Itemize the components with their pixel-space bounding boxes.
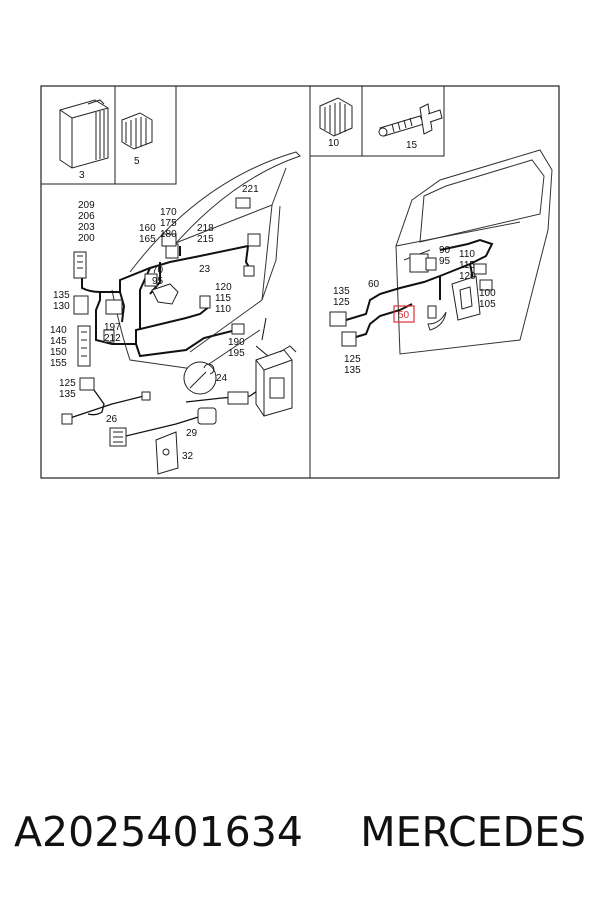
inset-label-5: 5 — [134, 156, 140, 167]
left-harness — [81, 245, 253, 358]
right-harness — [345, 238, 494, 341]
callout-180: 180 — [160, 229, 177, 240]
callout-170: 170 — [160, 207, 177, 218]
left-callouts: 209 206 203 200 170 175 180 160 165 221 … — [50, 184, 259, 462]
callout-218: 218 — [197, 223, 214, 234]
right-connectors — [329, 253, 493, 347]
callout-120: 120 — [215, 282, 232, 293]
callout-120: 120 — [459, 271, 476, 282]
right-inset-box — [309, 85, 445, 157]
highlighted-part-50-box — [393, 305, 415, 323]
front-door-outline — [111, 151, 301, 371]
callout-125b: 125 — [59, 378, 76, 389]
callout-135b: 135 — [59, 389, 76, 400]
rear-door-outline — [395, 149, 553, 355]
callout-50-highlighted: 50 — [398, 310, 410, 321]
callout-115: 115 — [215, 293, 231, 304]
connector-cable-26 — [69, 395, 145, 419]
caption-bar: A2025401634 MERCEDES — [0, 800, 600, 864]
callout-135b: 135 — [344, 365, 361, 376]
left-panel: 3 5 — [40, 85, 301, 475]
wiring-diagram: 3 5 — [40, 85, 560, 479]
diagram-frame — [40, 85, 560, 479]
cover-plate-hole — [162, 448, 170, 456]
clip-part — [378, 103, 443, 137]
cover-plate-part — [155, 431, 179, 475]
callout-60: 60 — [368, 279, 380, 290]
part-number: A2025401634 — [14, 808, 303, 856]
leader-a — [261, 317, 267, 341]
callout-190: 190 — [228, 337, 245, 348]
lower-cable — [79, 383, 105, 416]
callout-215: 215 — [197, 234, 214, 245]
callout-160: 160 — [139, 223, 156, 234]
callout-23: 23 — [199, 264, 211, 275]
callout-206: 206 — [78, 211, 95, 222]
callout-115: 115 — [459, 260, 475, 271]
callout-135: 135 — [53, 290, 70, 301]
callout-125: 125 — [333, 297, 350, 308]
brand-name: MERCEDES — [360, 808, 586, 856]
boot-part — [121, 112, 153, 150]
callout-32: 32 — [182, 451, 194, 462]
callout-165: 165 — [139, 234, 156, 245]
callout-197: 197 — [104, 322, 121, 333]
wrench-symbol — [183, 361, 217, 395]
callout-70: 70 — [152, 265, 164, 276]
inset-label-10: 10 — [328, 138, 340, 149]
inset-label-15: 15 — [406, 140, 418, 151]
callout-29: 29 — [186, 428, 198, 439]
callout-150: 150 — [50, 347, 67, 358]
left-inset-box — [40, 85, 177, 185]
callout-209: 209 — [78, 200, 95, 211]
boot-part-10 — [319, 97, 353, 137]
callout-135: 135 — [333, 286, 350, 297]
callout-100: 100 — [479, 288, 496, 299]
callout-95: 95 — [152, 276, 164, 287]
connector-cable-29 — [125, 413, 209, 437]
right-callouts: 90 95 110 115 120 100 105 60 135 125 125… — [333, 245, 496, 376]
callout-130: 130 — [53, 301, 70, 312]
callout-212: 212 — [104, 333, 121, 344]
callout-125b: 125 — [344, 354, 361, 365]
door-lock-actuator — [255, 345, 297, 417]
callout-24: 24 — [216, 373, 228, 384]
callout-95: 95 — [439, 256, 451, 267]
right-panel: 10 15 — [309, 85, 553, 376]
plug-part — [227, 391, 249, 405]
callout-203: 203 — [78, 222, 95, 233]
callout-155: 155 — [50, 358, 67, 369]
callout-90: 90 — [439, 245, 451, 256]
control-module-part — [59, 99, 109, 169]
callout-105: 105 — [479, 299, 496, 310]
callout-175: 175 — [160, 218, 177, 229]
callout-195: 195 — [228, 348, 245, 359]
grommet-part — [197, 407, 217, 425]
callout-145: 145 — [50, 336, 67, 347]
callout-110: 110 — [459, 249, 475, 260]
callout-200: 200 — [78, 233, 95, 244]
left-connectors — [61, 197, 261, 447]
callout-110: 110 — [215, 304, 231, 315]
inset-label-3: 3 — [79, 170, 85, 181]
callout-140: 140 — [50, 325, 67, 336]
callout-26: 26 — [106, 414, 118, 425]
callout-221: 221 — [242, 184, 259, 195]
